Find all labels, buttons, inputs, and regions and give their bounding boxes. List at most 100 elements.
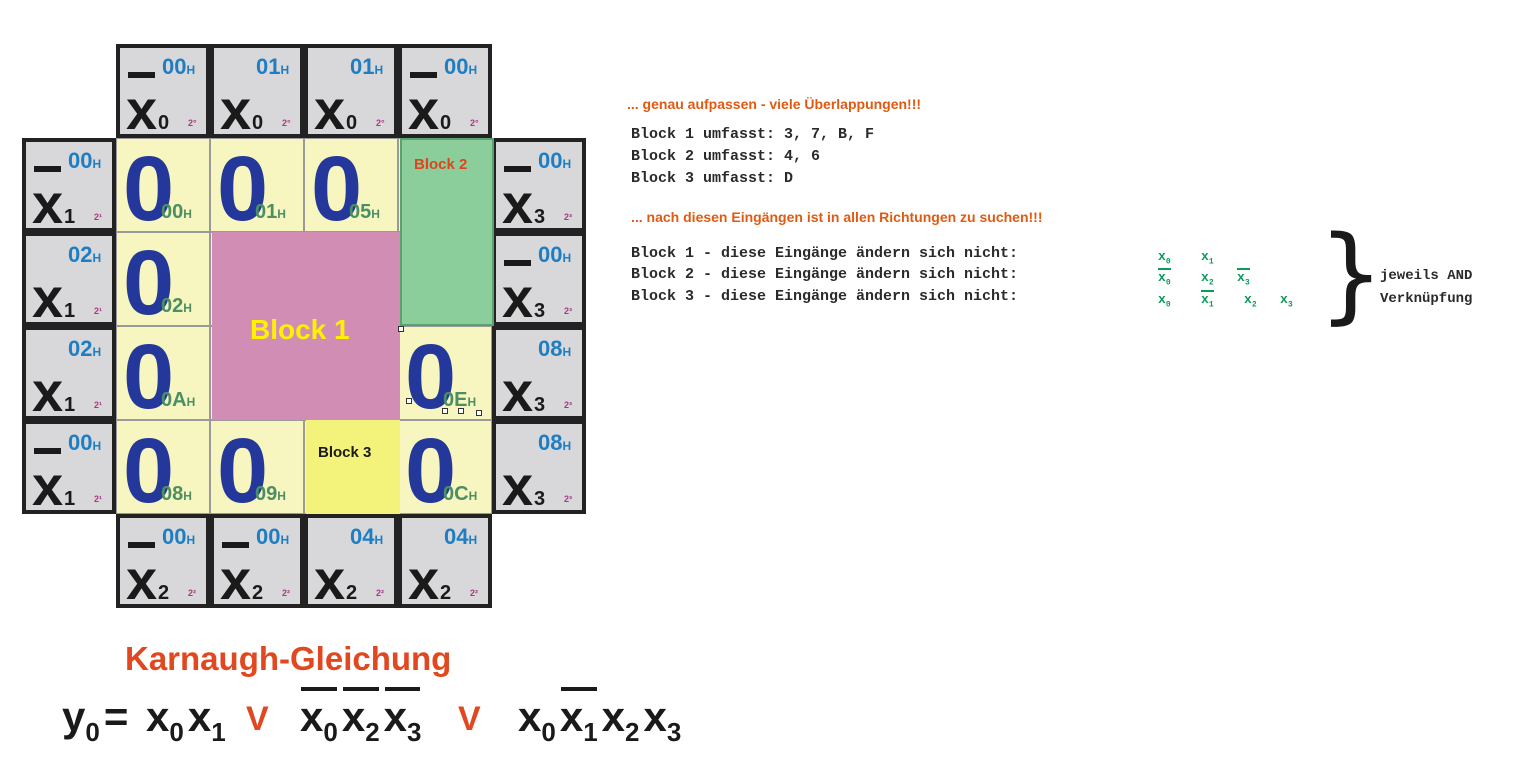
cell-value: 0 [217,420,269,514]
variable-letter: x [32,266,64,326]
power-of-two: 2¹ [94,494,103,504]
power-of-two: 2² [470,588,479,598]
power-of-two: 2° [282,118,291,128]
block-2-inputs-line: Block 2 - diese Eingänge ändern sich nic… [631,266,1019,283]
cell-value: 0 [217,138,269,232]
negation-bar [128,542,156,548]
brace-text-line-2: Verknüpfung [1380,291,1473,307]
hex-code: 00H [444,54,478,79]
variable-letter: x [32,448,63,510]
hex-code: 04H [350,524,384,549]
equation-term: x0x1 [146,693,226,747]
block-1-region: Block 1 [212,232,400,420]
cell-hex: 0AH [161,389,196,411]
input-variable: x1 [1201,249,1214,267]
variable-letter: x [126,72,157,134]
power-of-two: 2² [376,588,385,598]
hex-code: 08H [538,430,572,455]
or-operator: V [246,700,269,738]
cell-value: 0 [123,326,175,420]
block-3-label: Block 3 [318,444,372,461]
input-variable: x1 [1201,290,1214,310]
variable-letter: x [32,166,63,228]
variable-index: 2 [440,582,452,604]
negation-bar [222,542,250,548]
cell-hex: 08H [161,483,192,505]
input-variable: x2 [1201,270,1214,288]
negation-bar [128,72,156,78]
variable-index: 1 [64,394,76,416]
block-2-line: Block 2 umfasst: 4, 6 [631,148,821,165]
variable-index: 2 [158,582,170,604]
block-3-region: Block 3 [306,420,400,514]
variable-index: 0 [440,112,452,134]
hex-code: 00H [68,148,102,173]
power-of-two: 2³ [564,212,573,222]
brace-symbol: } [1318,213,1385,335]
variable-index: 0 [252,112,264,134]
variable-index: 0 [346,112,358,134]
variable-index: 2 [252,582,264,604]
power-of-two: 2³ [564,306,573,316]
block-2-label: Block 2 [414,156,468,173]
hex-code: 02H [68,336,102,361]
selection-handle [406,398,412,404]
cell-hex: 02H [161,295,192,317]
selection-handle [442,408,448,414]
selection-handle [476,410,482,416]
variable-letter: x [314,78,346,138]
variable-letter: x [314,548,346,608]
hex-code: 02H [68,242,102,267]
variable-letter: x [502,454,534,514]
power-of-two: 2¹ [94,400,103,410]
block-2-region: Block 2 [400,138,494,326]
variable-letter: x [502,260,533,322]
variable-letter: x [408,548,440,608]
hex-code: 00H [538,242,572,267]
variable-index: 2 [346,582,358,604]
block-3-line: Block 3 umfasst: D [631,170,794,187]
brace-text-line-1: jeweils AND [1380,268,1473,284]
cell-hex: 0CH [443,483,478,505]
power-of-two: 2³ [564,494,573,504]
variable-index: 1 [64,300,76,322]
hex-code: 00H [162,524,196,549]
power-of-two: 2³ [564,400,573,410]
negation-bar [34,166,62,172]
input-variable: x0 [1158,249,1171,267]
power-of-two: 2° [188,118,197,128]
negation-bar [410,72,438,78]
search-hint: ... nach diesen Eingängen ist in allen R… [631,209,1043,225]
hex-code: 00H [538,148,572,173]
overlap-warning: ... genau aufpassen - viele Überlappunge… [627,96,922,112]
negation-bar [504,260,532,266]
hex-code: 01H [256,54,290,79]
cell-hex: 00H [161,201,192,223]
negation-bar [504,166,532,172]
cell-value: 0 [123,138,175,232]
hex-code: 01H [350,54,384,79]
cell-value: 0 [405,420,457,514]
equation-lhs: y0= [62,693,129,747]
